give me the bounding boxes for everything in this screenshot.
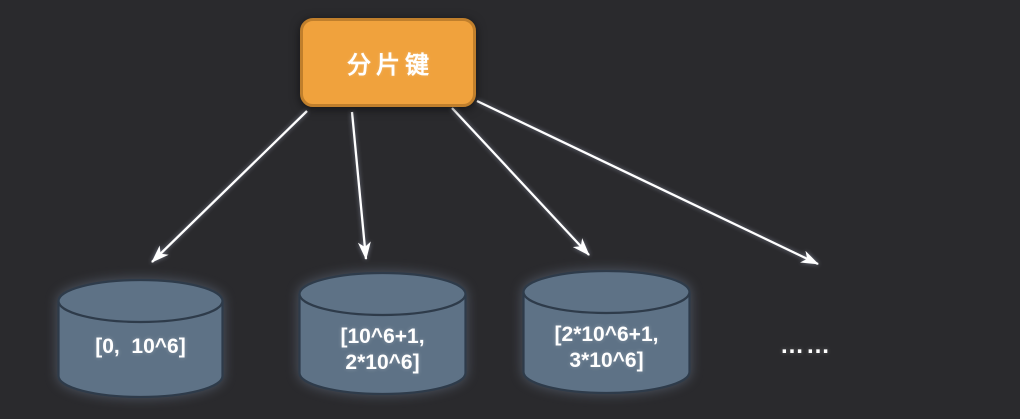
cylinder-body (522, 292, 691, 395)
cylinder-top (298, 271, 467, 317)
cylinder-shard-1 (57, 278, 224, 399)
arrow-to-shard-more (476, 99, 819, 266)
cylinder-label-1: [0, 10^6] (95, 335, 186, 358)
cylinder-shard-2 (298, 271, 467, 396)
cylinder-top (522, 269, 691, 315)
shard-key-label: 分片键 (347, 52, 434, 79)
arrow-to-shard-1 (151, 110, 308, 263)
cylinder-body (298, 294, 467, 396)
cylinder-label-3: [2*10^6+1, 3*10^6] (554, 323, 659, 372)
shard-key-node: 分片键 (300, 18, 476, 107)
cylinder-body (57, 301, 224, 399)
arrow-to-shard-2 (350, 111, 371, 260)
cylinder-top (57, 278, 224, 324)
cylinder-label-2: [10^6+1, 2*10^6] (340, 325, 425, 374)
more-shards-ellipsis: …… (780, 332, 832, 359)
arrow-to-shard-3 (451, 107, 590, 256)
arrow-group (151, 99, 819, 266)
cylinder-shard-3 (522, 269, 691, 395)
